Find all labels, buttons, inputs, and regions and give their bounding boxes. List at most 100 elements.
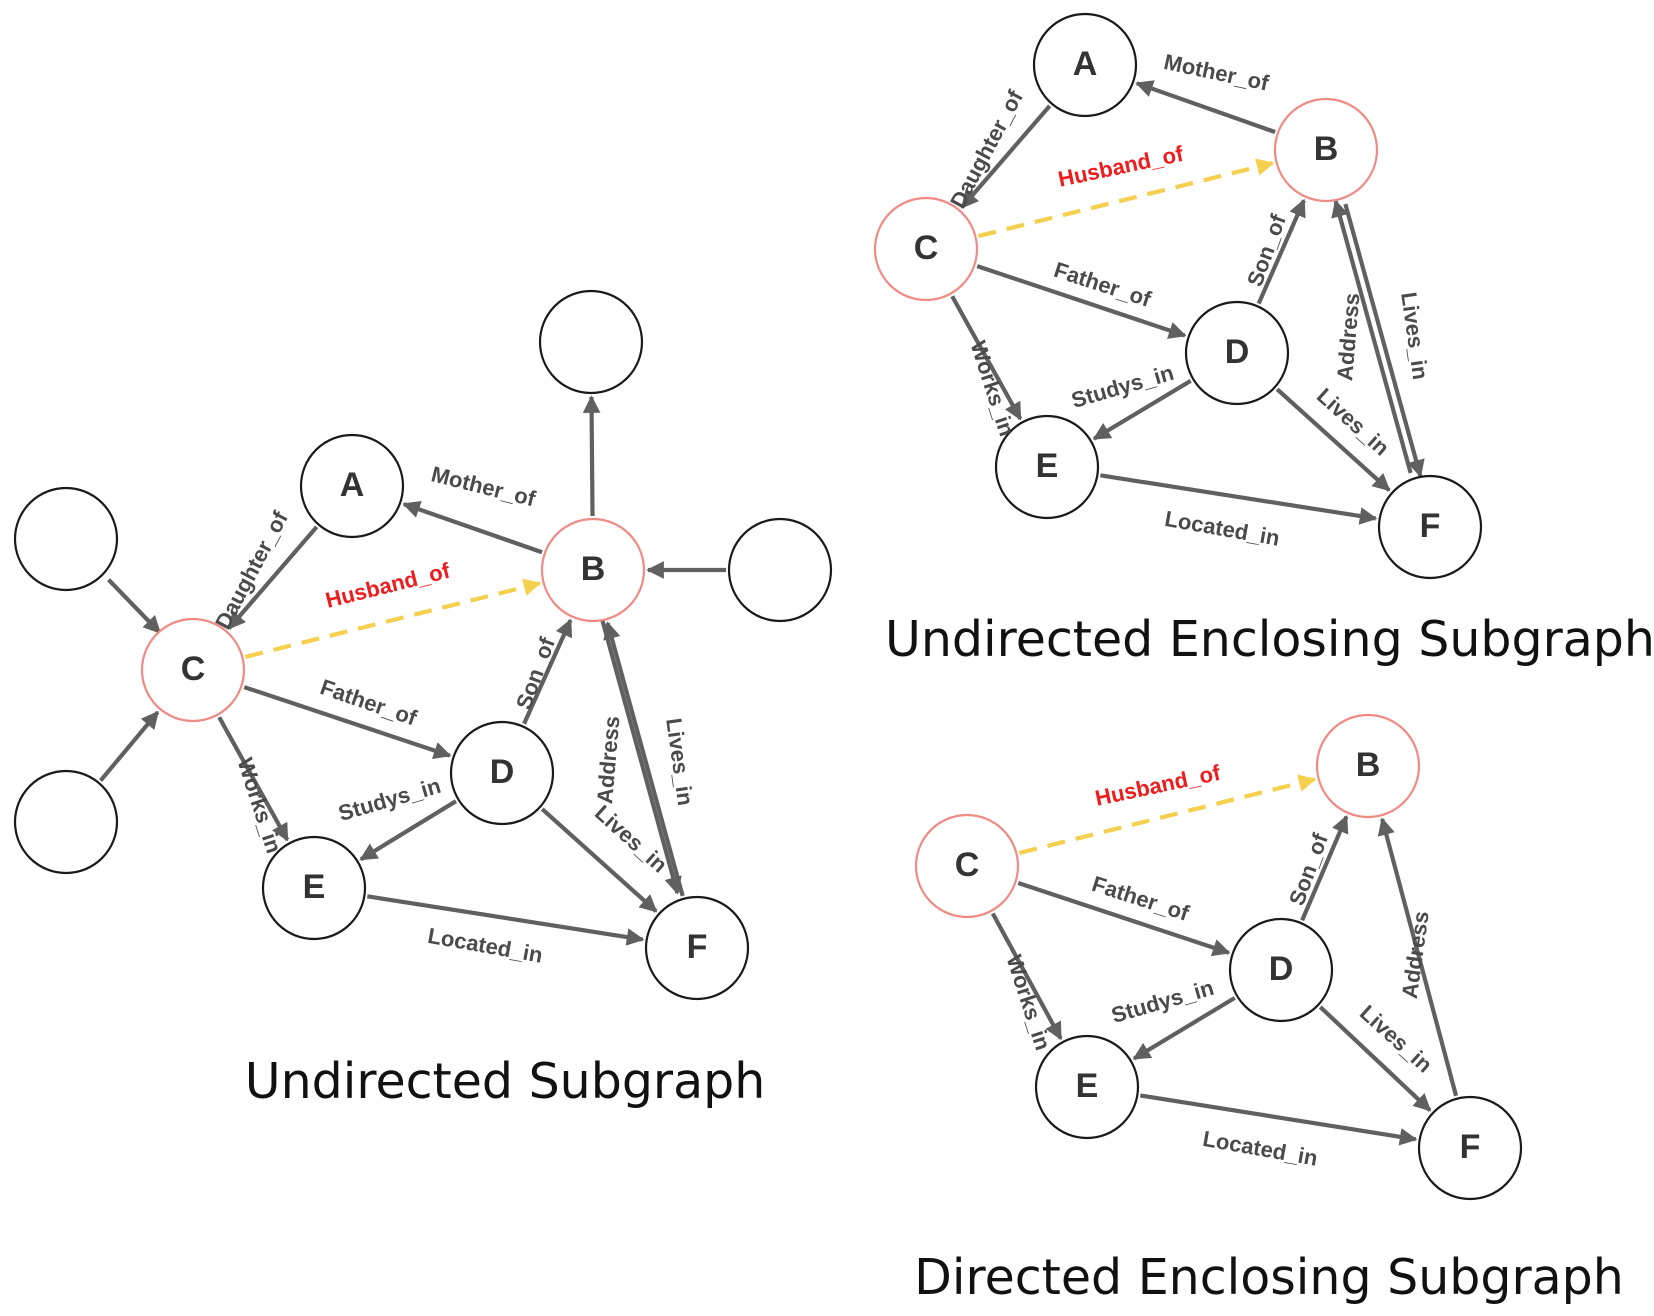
edge-label-address: Address	[1332, 292, 1365, 382]
edge-d-to-e	[359, 799, 458, 862]
edge-label-husband-of: Husband_of	[323, 558, 453, 613]
node-n2	[13, 769, 119, 875]
node-circle	[538, 289, 644, 395]
node-label: C	[181, 650, 206, 688]
edge-label-mother-of: Mother_of	[429, 461, 539, 511]
node-label: E	[1076, 1067, 1099, 1105]
node-circle	[449, 720, 555, 826]
node-n1	[13, 486, 119, 592]
node-n3	[538, 289, 644, 395]
node-circle	[1417, 1095, 1523, 1201]
edge-c-to-e	[990, 912, 1063, 1041]
edge-d-to-b	[1256, 198, 1306, 305]
node-f: F	[1417, 1095, 1523, 1201]
node-label: C	[955, 846, 980, 884]
edge-b-to-a	[402, 500, 543, 555]
edge-f-to-b	[1331, 199, 1413, 474]
edge-label-father-of: Father_of	[1051, 257, 1155, 312]
directed-enclosing-subgraph-panel: BCDEFHusband_ofFather_ofWorks_inSon_ofSt…	[914, 713, 1523, 1201]
node-c: C	[914, 813, 1020, 919]
node-b: B	[540, 517, 646, 623]
node-layer: A B C D E F	[13, 289, 833, 1001]
edge-layer	[950, 80, 1425, 525]
edge-d-to-b	[1300, 814, 1349, 922]
node-f: F	[644, 895, 750, 1001]
node-circle	[1034, 1034, 1140, 1140]
node-circle	[299, 433, 405, 539]
node-label: E	[303, 868, 326, 906]
node-c: C	[873, 196, 979, 302]
edge-label-address: Address	[592, 715, 625, 805]
edge-f-to-b	[603, 621, 685, 897]
node-label: E	[1036, 447, 1059, 485]
edge-a-to-c	[227, 525, 319, 630]
edge-label-works-in: Works_in	[965, 338, 1019, 440]
edge-label-husband-of: Husband_of	[1093, 760, 1223, 811]
node-circle	[1184, 300, 1290, 406]
edge-b-to-f	[600, 619, 682, 895]
edge-label-located-in: Located_in	[426, 923, 545, 968]
edge-layer	[990, 774, 1459, 1146]
node-circle	[727, 517, 833, 623]
edge-label-lives-in: Lives_in	[1396, 290, 1433, 381]
caption-undirected-enclosing-subgraph: Undirected Enclosing Subgraph	[885, 611, 1654, 668]
edge-c-to-d	[976, 264, 1187, 339]
edge-c-to-b	[977, 158, 1275, 239]
edge-c-to-d	[1017, 880, 1231, 957]
edge-label-father-of: Father_of	[1089, 871, 1193, 926]
edge-label-lives-in: Lives_in	[1312, 383, 1394, 460]
edge-c-to-b	[244, 578, 542, 659]
edge-d-to-f	[1318, 1005, 1432, 1112]
node-circle	[994, 414, 1100, 520]
edge-f-to-b	[1377, 817, 1459, 1097]
edge-n2-to-c	[99, 710, 160, 782]
node-circle	[1377, 474, 1483, 580]
edge-e-to-f	[1100, 473, 1378, 525]
node-e: E	[994, 414, 1100, 520]
edge-b-to-a	[1135, 80, 1276, 135]
node-b: B	[1273, 97, 1379, 203]
node-label: B	[1314, 130, 1339, 168]
caption-undirected-subgraph: Undirected Subgraph	[245, 1053, 766, 1110]
edge-label-located-in: Located_in	[1201, 1126, 1320, 1171]
edge-c-to-b	[1018, 774, 1317, 855]
node-circle	[13, 769, 119, 875]
node-a: A	[1032, 12, 1138, 118]
edge-c-to-e	[950, 295, 1023, 421]
node-label: A	[340, 466, 365, 504]
node-label: D	[490, 753, 515, 791]
node-circle	[1273, 97, 1379, 203]
node-label: F	[1420, 507, 1441, 545]
node-e: E	[261, 835, 367, 941]
node-n4	[727, 517, 833, 623]
node-label: B	[1356, 746, 1381, 784]
edge-label-mother-of: Mother_of	[1162, 49, 1272, 96]
edge-d-to-e	[1132, 996, 1236, 1061]
node-circle	[261, 835, 367, 941]
edge-label-works-in: Works_in	[232, 755, 286, 857]
node-label: C	[914, 229, 939, 267]
edge-layer	[99, 395, 726, 946]
node-circle	[1032, 12, 1138, 118]
node-label: F	[1460, 1128, 1481, 1166]
node-circle	[140, 617, 246, 723]
node-label: F	[687, 928, 708, 966]
node-label: A	[1073, 45, 1098, 83]
node-a: A	[299, 433, 405, 539]
edge-n1-to-c	[107, 578, 162, 634]
edge-label-father-of: Father_of	[317, 674, 421, 730]
node-label: D	[1269, 950, 1294, 988]
node-b: B	[1315, 713, 1421, 819]
edge-a-to-c	[960, 104, 1052, 209]
node-d: D	[449, 720, 555, 826]
edge-e-to-f	[367, 894, 645, 946]
node-d: D	[1228, 917, 1334, 1023]
edge-c-to-e	[217, 716, 290, 842]
edge-d-to-f	[540, 807, 658, 913]
edge-d-to-f	[1275, 387, 1391, 492]
edge-e-to-f	[1139, 1093, 1418, 1146]
edge-label-studys-in: Studys_in	[1069, 360, 1177, 413]
